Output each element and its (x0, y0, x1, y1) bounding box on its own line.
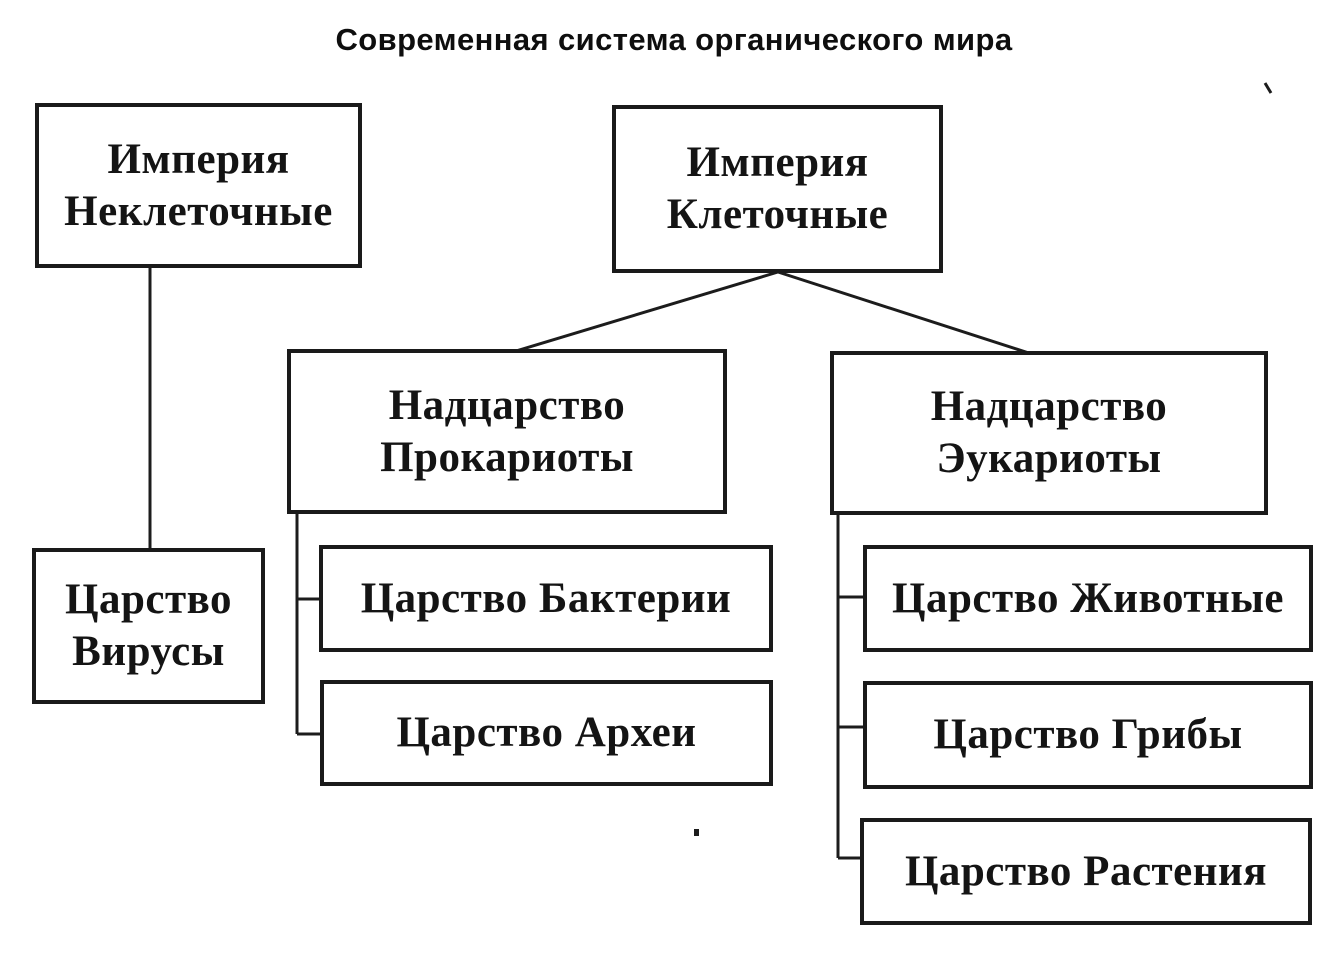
node-label: Царство (65, 576, 232, 624)
node-label: Прокариоты (380, 433, 634, 481)
node-superkingdom-prokaryotes: Надцарство Прокариоты (287, 349, 727, 514)
node-label: Царство Археи (396, 709, 697, 757)
node-label: Клеточные (666, 191, 889, 238)
node-label: Царство Растения (904, 847, 1268, 895)
node-label: Эукариоты (936, 435, 1162, 482)
node-kingdom-plants: Царство Растения (860, 818, 1312, 925)
node-label: Царство Животные (892, 574, 1284, 622)
node-label: Надцарство (930, 383, 1168, 431)
node-kingdom-viruses: Царство Вирусы (32, 548, 265, 704)
node-label: Вирусы (72, 628, 225, 675)
node-label: Империя (107, 135, 290, 183)
node-label: Надцарство (388, 381, 626, 429)
node-label: Империя (686, 139, 869, 187)
node-kingdom-animals: Царство Животные (863, 545, 1313, 652)
edge-cellular-prokaryotes (505, 270, 779, 356)
scan-speck (694, 829, 699, 836)
node-empire-noncellular: Империя Неклеточные (35, 103, 362, 268)
node-kingdom-archaea: Царство Археи (320, 680, 773, 786)
node-superkingdom-eukaryotes: Надцарство Эукариоты (830, 351, 1268, 515)
node-label: Царство Бактерии (360, 574, 732, 622)
edge-cellular-eukaryotes (777, 270, 1036, 357)
scan-speck (1263, 82, 1273, 94)
node-label: Царство Грибы (933, 711, 1243, 759)
node-empire-cellular: Империя Клеточные (612, 105, 943, 273)
diagram-title: Современная система органического мира (335, 22, 1013, 57)
node-label: Неклеточные (64, 187, 333, 235)
node-kingdom-fungi: Царство Грибы (863, 681, 1313, 789)
node-kingdom-bacteria: Царство Бактерии (319, 545, 773, 652)
